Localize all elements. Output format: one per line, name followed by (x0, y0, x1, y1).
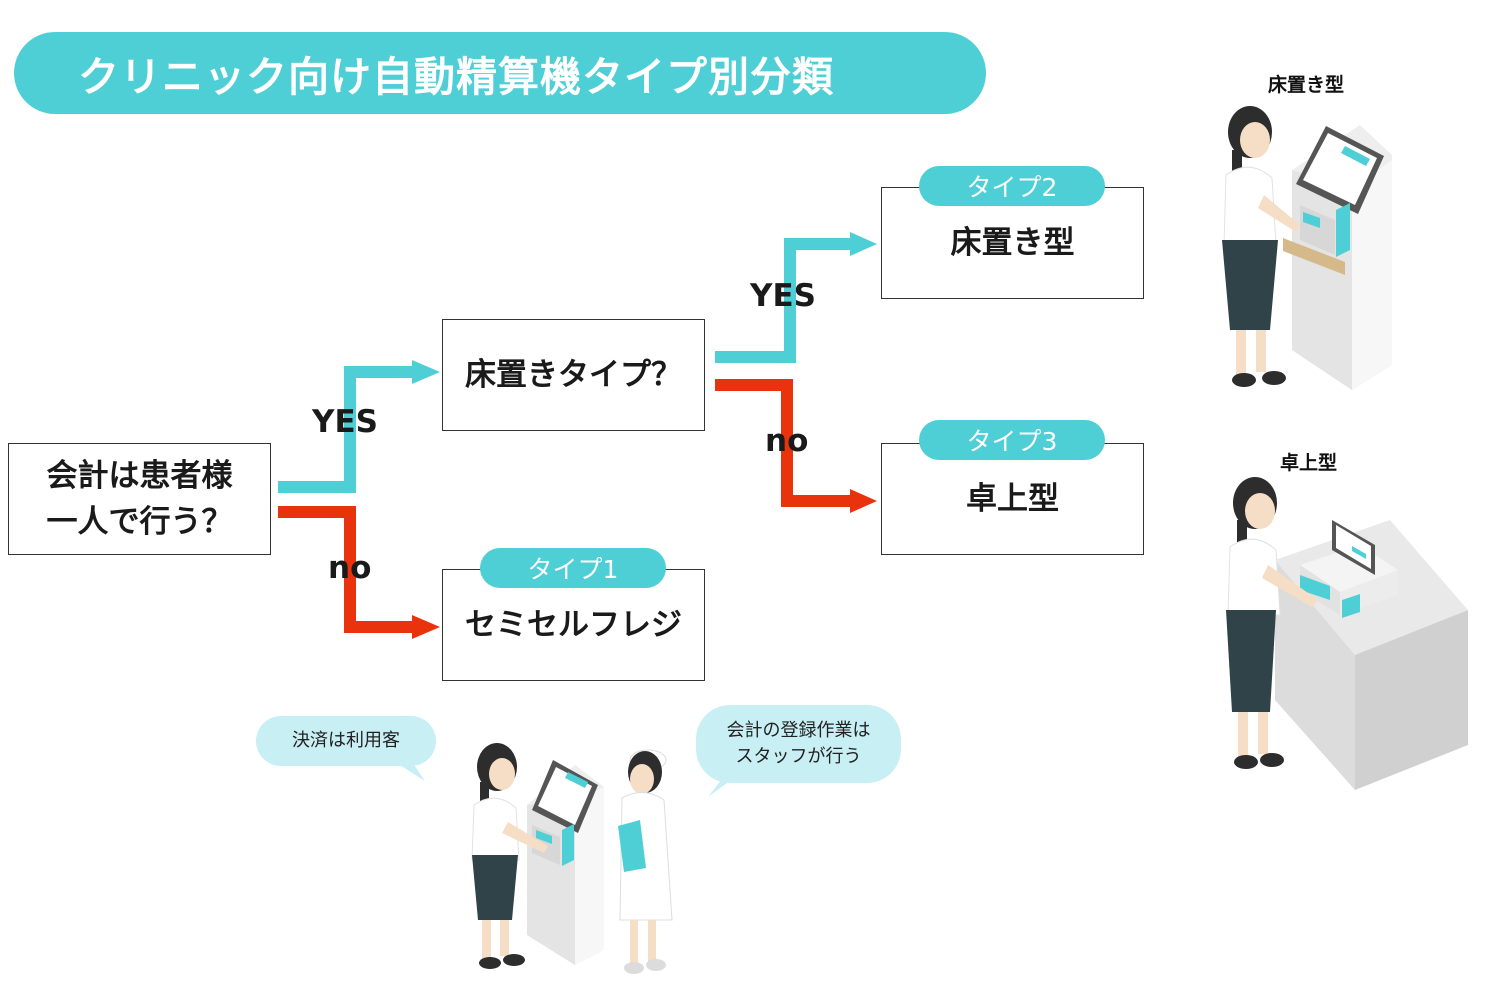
floor-type-caption: 床置き型 (1268, 74, 1345, 96)
edge-label-no-2: no (765, 423, 809, 459)
node-floor-question: 床置きタイプ？ (442, 319, 705, 431)
edge-label-yes-2: YES (750, 278, 816, 314)
arrow-yes-1 (278, 366, 412, 493)
bubble-staff: 会計の登録作業は スタッフが行う (696, 705, 901, 783)
node-type3: 卓上型 (881, 443, 1144, 555)
desk-type-caption: 卓上型 (1280, 452, 1338, 474)
node-type2-text: 床置き型 (950, 224, 1075, 261)
arrow-yes-2 (715, 238, 850, 363)
arrow-no-2 (715, 379, 850, 507)
edge-label-no-1: no (328, 550, 372, 586)
bubble-patient: 決済は利用客 (256, 716, 436, 766)
node-start: 会計は患者様 一人で行う？ (8, 443, 271, 555)
node-start-text: 会計は患者様 一人で行う？ (46, 457, 233, 541)
arrowhead-no-2 (850, 489, 877, 513)
badge-type2: タイプ2 (919, 166, 1105, 206)
node-type1-text: セミセルフレジ (465, 606, 682, 643)
node-type3-text: 卓上型 (966, 480, 1059, 517)
badge-type3: タイプ3 (919, 420, 1105, 460)
edge-label-yes-1: YES (312, 404, 378, 440)
arrowhead-yes-2 (850, 232, 877, 256)
arrowhead-no-1 (412, 615, 440, 639)
arrow-no-1 (278, 506, 412, 633)
badge-type1: タイプ1 (480, 548, 666, 588)
node-floor-question-text: 床置きタイプ？ (465, 356, 682, 393)
arrowhead-yes-1 (412, 360, 440, 384)
title-banner: クリニック向け自動精算機タイプ別分類 (14, 32, 986, 114)
page-title: クリニック向け自動精算機タイプ別分類 (78, 53, 834, 101)
